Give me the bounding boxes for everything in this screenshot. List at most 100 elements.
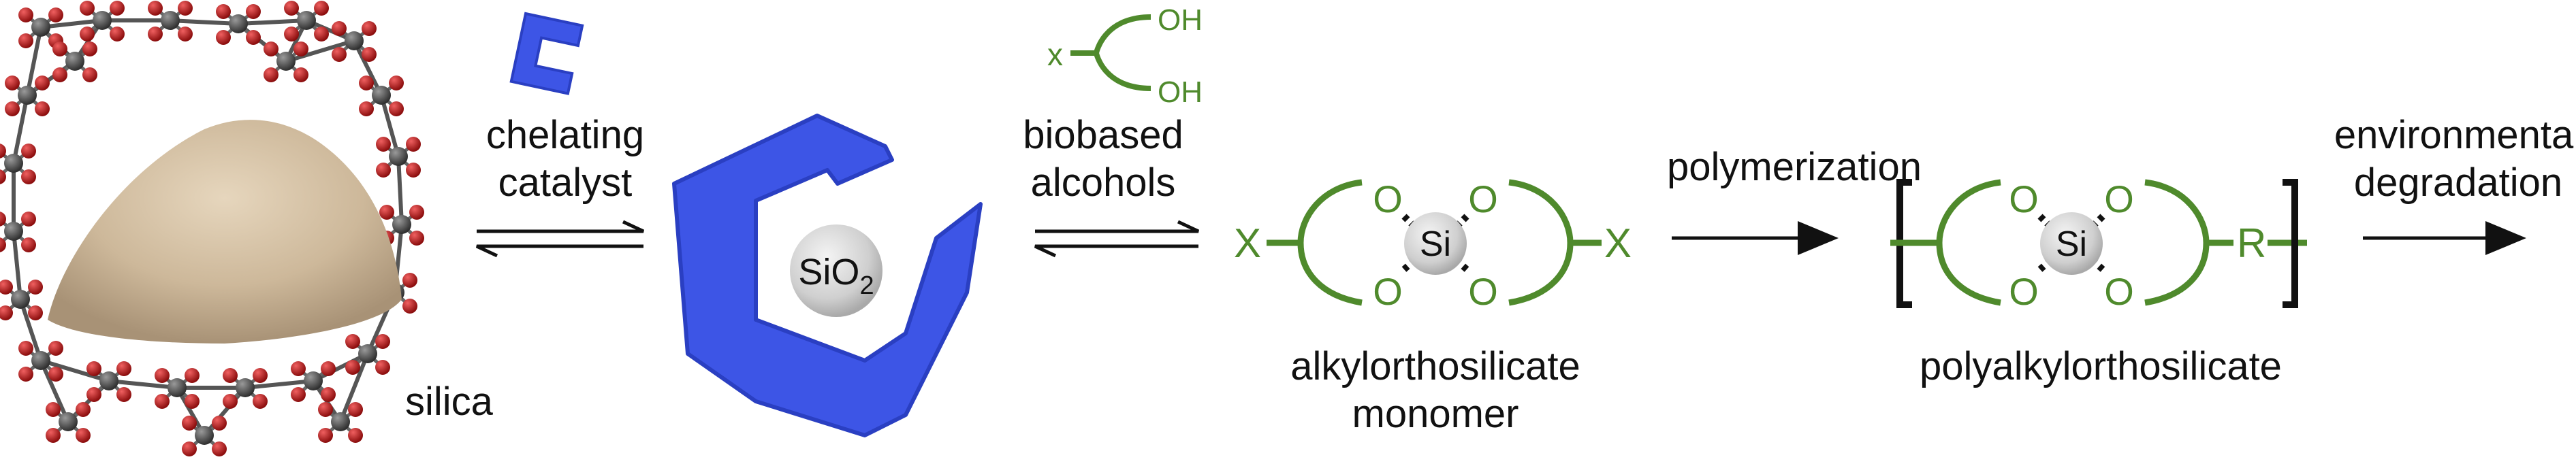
c-shaped-catalyst-icon [509,12,584,95]
oxygen-atom [402,299,417,314]
silicon-atom [389,147,408,166]
oxygen-atom [48,7,63,22]
oxygen-atom [18,33,33,48]
monomer-o-bottom-right: O [1468,270,1498,313]
oxygen-atom [314,27,329,41]
oxygen-atom [46,428,61,443]
step2-label-line2: alcohols [1031,161,1176,205]
silicon-atom [31,351,50,370]
lattice-bond [12,95,29,164]
diol-x-label: x [1047,37,1063,72]
oxygen-atom [318,402,333,417]
oxygen-atom [376,163,391,178]
oxygen-atom [362,21,377,36]
silicon-atom [331,412,350,431]
oxygen-atom [178,27,193,41]
oxygen-atom [293,41,308,56]
oxygen-atom [291,387,306,402]
oxygen-atom [321,387,336,402]
oxygen-atom [35,101,50,116]
diol-structure: x OH OH [1047,3,1203,109]
silicon-atom [4,154,23,173]
lattice-bond [40,18,103,29]
oxygen-atom [185,368,200,383]
oxygen-atom [291,361,306,376]
oxygen-atom [80,1,95,16]
step1-label-line2: catalyst [498,161,633,205]
oxygen-atom [223,368,238,383]
lattice-bond [244,379,314,390]
oxygen-atom [182,441,197,456]
lattice-bond [40,358,110,383]
oxygen-atom [116,361,131,376]
oxygen-atom [212,416,227,431]
monomer-si-ball [1404,212,1467,275]
oxygen-atom [0,280,13,295]
oxygen-atom [48,367,63,382]
silicon-atom [99,371,118,390]
oxygen-atom [345,334,360,349]
oxygen-atom [21,144,36,158]
silicon-atom [93,11,112,30]
oxygen-atom [362,47,377,62]
silica-label: silica [405,380,494,424]
oxygen-atom [21,212,36,227]
oxygen-atom [389,76,404,90]
silicon-atom [236,378,255,397]
silicon-atom [304,371,323,390]
oxygen-atom [264,67,279,82]
oxygen-atom [80,27,95,41]
oxygen-atom [253,368,268,383]
polymer-r-label: R [2237,220,2266,266]
equilibrium-arrow-1 [475,220,645,258]
oxygen-atom [314,1,329,16]
polymer-o-top-right: O [2104,178,2134,220]
lattice-bond [170,18,239,26]
oxygen-atom [389,101,404,116]
oxygen-atom [359,101,374,116]
polymer-si-label: Si [2056,224,2087,264]
monomer-o-bottom-left: O [1373,270,1403,313]
oxygen-atom [52,41,67,56]
lattice-bond [18,299,43,361]
equilibrium-arrow-2 [1034,220,1200,258]
polymer-bracket-right [2283,179,2298,308]
silicon-atom [276,52,296,71]
oxygen-atom [0,169,6,184]
oxygen-atom [185,394,200,409]
lattice-bond [108,379,178,390]
oxygen-atom [409,205,424,220]
sio2-ball [790,224,882,317]
diol-oh-top: OH [1158,3,1203,37]
lattice-bond [379,95,400,157]
oxygen-atom [76,402,91,417]
oxygen-atom [116,387,131,402]
oxygen-atom [148,27,163,41]
silicon-atom [161,11,180,30]
silicon-atom [18,86,37,105]
oxygen-atom [321,361,336,376]
silicon-atom [229,14,248,33]
silicon-atom [4,222,23,241]
silica-lattice [0,1,424,456]
oxygen-atom [409,231,424,246]
lattice-bond [39,359,70,423]
oxygen-atom [28,280,43,295]
oxygen-atom [18,341,33,356]
polymer-structure: O O O O Si R [1890,178,2307,313]
catalyst-c-shape [672,114,983,437]
step3-label: polymerization [1667,145,1922,189]
oxygen-atom [348,402,363,417]
lattice-bond [338,352,370,423]
oxygen-atom [28,305,43,320]
silicon-atom [59,412,78,431]
oxygen-atom [406,163,421,178]
oxygen-atom [376,137,391,152]
oxygen-atom [246,4,261,19]
step2-label-line1: biobased [1023,113,1183,157]
oxygen-atom [318,428,333,443]
diol-oh-bottom: OH [1158,76,1203,109]
oxygen-atom [86,387,101,402]
lattice-bond [25,27,43,96]
oxygen-atom [110,27,125,41]
